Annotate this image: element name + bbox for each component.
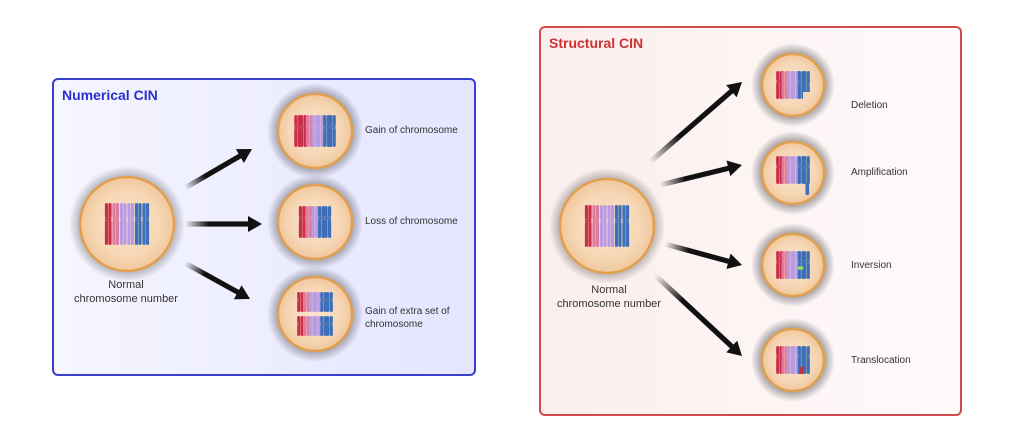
chromosome-mark [607, 205, 615, 247]
chromosome-mark [614, 205, 622, 247]
deletion-cell [751, 43, 835, 127]
gain-of-chromosome-label: Gain of chromosome [365, 125, 458, 136]
chromosome-mark [592, 205, 600, 247]
gain-of-chromosome-cell [267, 83, 363, 179]
gain-extra-set-label-line1: Gain of extra set of [365, 306, 450, 317]
gain-extra-set-label: Gain of extra set of chromosome [365, 305, 450, 331]
chromosome-mark [119, 203, 127, 245]
arrow-to-inversion [664, 241, 743, 270]
chromosome-mark [104, 203, 112, 245]
numerical-normal-cell [69, 166, 185, 282]
structural-normal-label-line1: Normal [591, 284, 627, 296]
loss-of-chromosome-label: Loss of chromosome [365, 216, 458, 227]
chromosome-mark [329, 115, 336, 147]
structural-cin-title: Structural CIN [549, 35, 644, 51]
chromosome-mark [803, 156, 810, 184]
chromosome-mark [599, 205, 607, 247]
chromosome-mark [324, 206, 332, 238]
chromosome-mark [318, 206, 325, 238]
chromosome-mark [311, 206, 319, 238]
amplification-label: Amplification [851, 167, 908, 178]
structural-normal-label: Normal chromosome number [539, 283, 679, 311]
chromosome-mark [127, 203, 135, 245]
arrow-to-amplification [659, 160, 743, 188]
chromosome-mark [786, 346, 794, 374]
chromosome-mark [584, 205, 592, 247]
structural-normal-cell [549, 168, 665, 284]
chromosome-mark [298, 206, 306, 238]
numerical-cin-title: Numerical CIN [62, 87, 158, 103]
chromosome-mark [305, 206, 312, 238]
chromosome-mark [776, 71, 783, 99]
gain-extra-set-cell [267, 266, 363, 362]
translocation-label: Translocation [851, 355, 911, 366]
amplification-cell [751, 131, 835, 215]
arrow-to-loss [185, 216, 262, 232]
inversion-label: Inversion [851, 260, 892, 271]
chromosome-mark [792, 156, 800, 184]
chromosome-mark [803, 346, 810, 374]
chromosome-mark [142, 203, 150, 245]
arrow-to-deletion [648, 82, 742, 164]
chromosome-mark [622, 205, 630, 247]
chromosome-mark [326, 292, 333, 312]
chromosome-mark [112, 203, 120, 245]
numerical-normal-label-line1: Normal [108, 279, 144, 291]
loss-of-chromosome-cell [267, 174, 363, 270]
translocation-cell [751, 318, 835, 402]
gain-extra-set-label-line2: chromosome [365, 319, 423, 330]
structural-normal-label-line2: chromosome number [557, 298, 661, 310]
arrow-to-translocation [653, 273, 743, 357]
arrow-to-gain [183, 148, 253, 191]
deletion-label: Deletion [851, 100, 888, 111]
inversion-cell [751, 223, 835, 307]
chromosome-mark [326, 316, 333, 336]
numerical-normal-label-line2: chromosome number [74, 293, 178, 305]
numerical-normal-label: Normal chromosome number [56, 278, 196, 306]
chromosome-mark [134, 203, 142, 245]
chromosome-mark [305, 115, 313, 147]
chromosome-mark [803, 251, 810, 279]
arrow-to-extra-set [183, 260, 250, 300]
